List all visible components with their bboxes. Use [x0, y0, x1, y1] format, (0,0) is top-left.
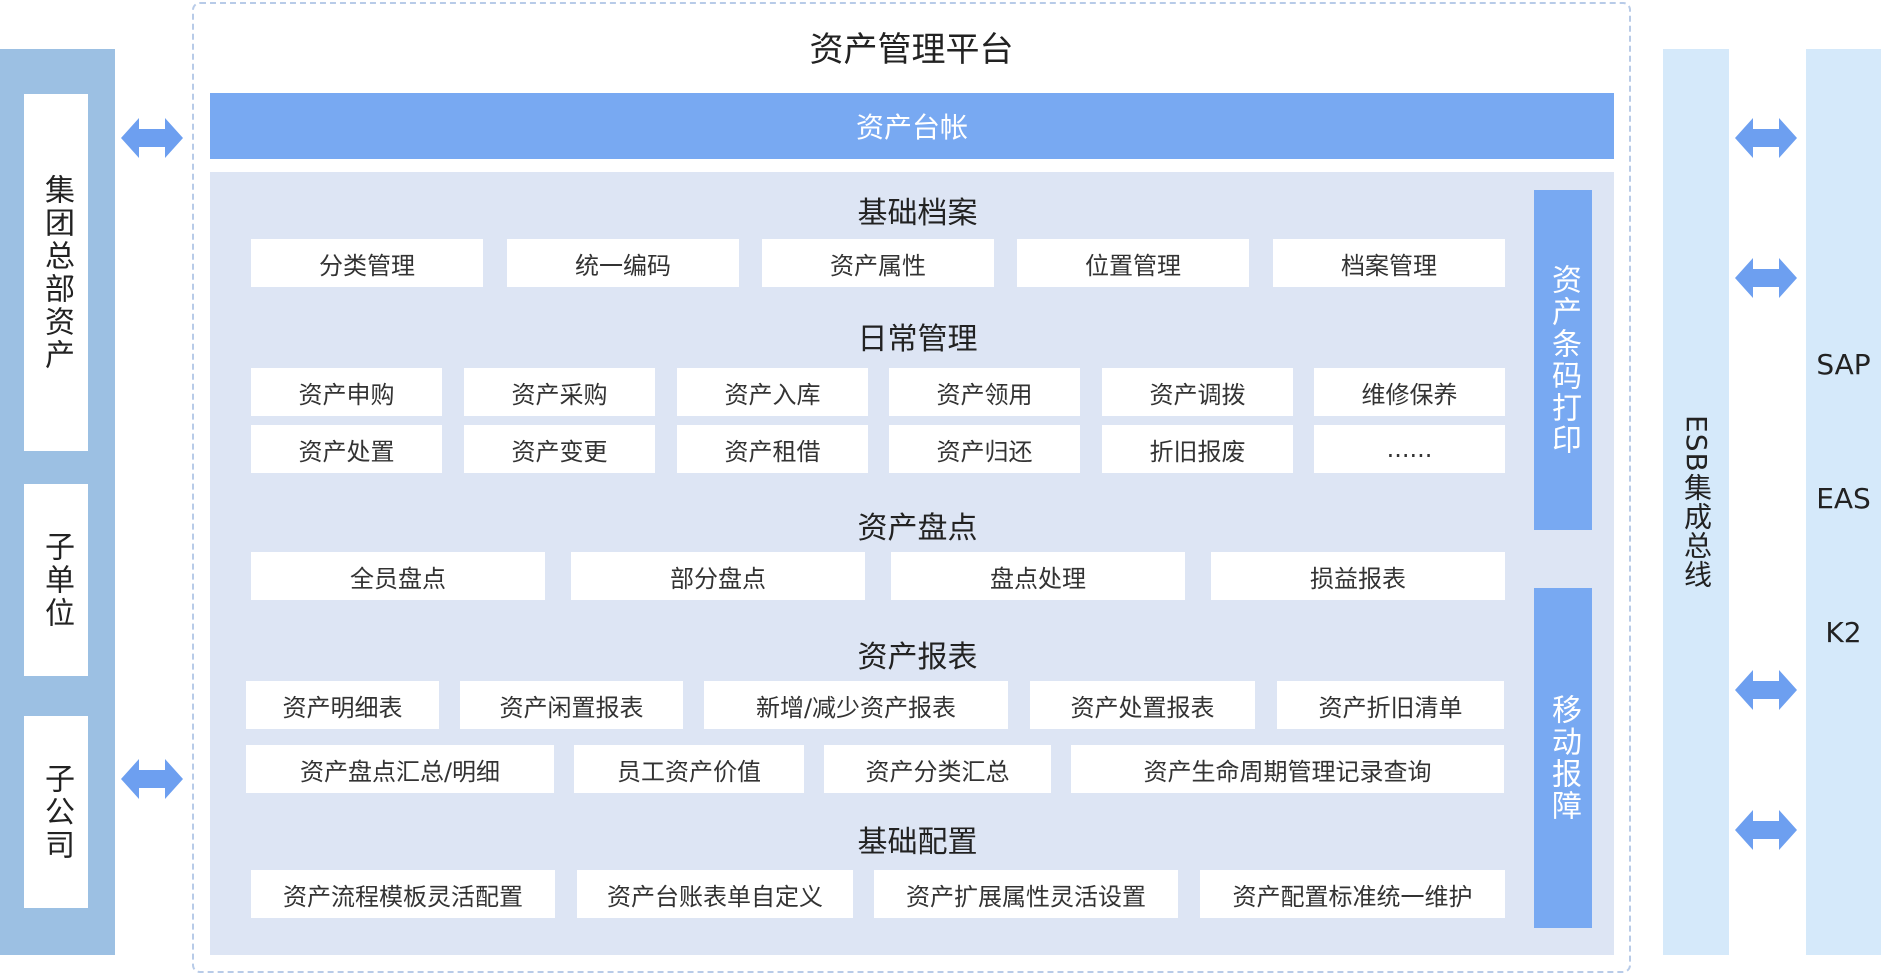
daily-item: 资产入库	[677, 368, 868, 416]
daily-item: ......	[1314, 425, 1505, 473]
inventory-item: 部分盘点	[571, 552, 865, 600]
basic-config-title: 基础配置	[857, 825, 978, 860]
asset-inventory-title: 资产盘点	[857, 511, 978, 546]
system-label-k2: K2	[1825, 616, 1862, 649]
archive-item: 分类管理	[251, 239, 483, 287]
double-arrow-icon	[1735, 808, 1797, 852]
report-item: 资产折旧清单	[1277, 681, 1504, 729]
archive-item: 档案管理	[1273, 239, 1505, 287]
daily-item: 资产变更	[464, 425, 655, 473]
mobile-fault-reporting-column: 移动报障	[1534, 588, 1592, 928]
group-hq-assets-box: 集团总部资产	[24, 94, 88, 451]
esb-label: ESB集成总线	[1680, 415, 1713, 589]
report-item: 资产闲置报表	[460, 681, 683, 729]
daily-item: 资产申购	[251, 368, 442, 416]
report-item: 新增/减少资产报表	[704, 681, 1008, 729]
daily-item: 资产采购	[464, 368, 655, 416]
group-hq-assets-label: 集团总部资产	[39, 173, 74, 372]
system-label-eas: EAS	[1816, 482, 1871, 515]
sub-unit-box: 子单位	[24, 484, 88, 676]
asset-reports-title: 资产报表	[857, 640, 978, 675]
double-arrow-icon	[1735, 668, 1797, 712]
system-label-sap: SAP	[1816, 348, 1871, 381]
asset-barcode-printing-column: 资产条码打印	[1534, 190, 1592, 530]
daily-item: 资产调拨	[1102, 368, 1293, 416]
archive-item: 统一编码	[507, 239, 739, 287]
sub-unit-label: 子单位	[39, 530, 74, 630]
double-arrow-icon	[1735, 116, 1797, 160]
report-item: 资产处置报表	[1030, 681, 1255, 729]
config-item: 资产扩展属性灵活设置	[874, 870, 1178, 918]
mobile-fault-reporting-label: 移动报障	[1546, 694, 1581, 822]
daily-item: 折旧报废	[1102, 425, 1293, 473]
basic-archive-title: 基础档案	[857, 196, 978, 231]
daily-item: 资产租借	[677, 425, 868, 473]
inventory-item: 损益报表	[1211, 552, 1505, 600]
external-systems-column	[1806, 49, 1881, 955]
archive-item: 位置管理	[1017, 239, 1249, 287]
report-item: 资产盘点汇总/明细	[246, 745, 554, 793]
daily-item: 资产归还	[889, 425, 1080, 473]
esb-integration-bus: ESB集成总线	[1663, 49, 1729, 955]
report-item: 资产明细表	[246, 681, 439, 729]
config-item: 资产流程模板灵活配置	[251, 870, 555, 918]
daily-item: 资产处置	[251, 425, 442, 473]
report-item: 员工资产价值	[574, 745, 804, 793]
platform-title: 资产管理平台	[809, 30, 1014, 70]
inventory-item: 全员盘点	[251, 552, 545, 600]
asset-ledger-bar: 资产台帐	[210, 93, 1614, 159]
config-item: 资产配置标准统一维护	[1200, 870, 1505, 918]
asset-barcode-printing-label: 资产条码打印	[1546, 264, 1581, 456]
double-arrow-icon	[121, 757, 183, 801]
double-arrow-icon	[1735, 256, 1797, 300]
subsidiary-label: 子公司	[39, 762, 74, 862]
daily-item: 资产领用	[889, 368, 1080, 416]
daily-item: 维修保养	[1314, 368, 1505, 416]
report-item: 资产分类汇总	[824, 745, 1051, 793]
report-item: 资产生命周期管理记录查询	[1071, 745, 1504, 793]
subsidiary-box: 子公司	[24, 716, 88, 908]
archive-item: 资产属性	[762, 239, 994, 287]
config-item: 资产台账表单自定义	[577, 870, 853, 918]
double-arrow-icon	[121, 116, 183, 160]
inventory-item: 盘点处理	[891, 552, 1185, 600]
daily-management-title: 日常管理	[857, 322, 978, 357]
